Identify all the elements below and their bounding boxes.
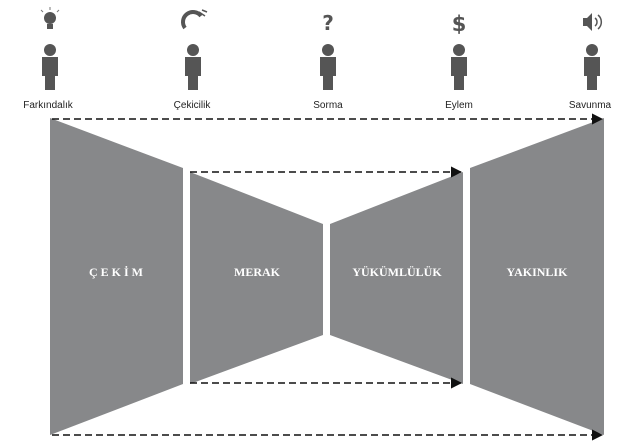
lightbulb-icon — [40, 7, 60, 29]
dollar-sign-icon: $ — [452, 12, 467, 36]
band-merak — [190, 172, 323, 384]
band-label-cekim: Ç E K İ M — [89, 265, 143, 279]
band-yakinlik — [470, 118, 604, 435]
person-figure-5 — [584, 44, 600, 90]
person-figure-1 — [42, 44, 58, 90]
band-cekim — [50, 118, 183, 435]
person-figure-4 — [451, 44, 467, 90]
band-label-yakinlik: YAKINLIK — [507, 265, 569, 279]
band-label-yukumluluk: YÜKÜMLÜLÜK — [352, 265, 442, 279]
stage-label-eylem: Eylem — [445, 100, 473, 111]
band-label-merak: MERAK — [234, 265, 281, 279]
magnet-icon — [181, 9, 208, 30]
question-mark-icon: ? — [322, 11, 334, 35]
band-yukumluluk — [330, 172, 463, 384]
stage-label-cekicilik: Çekicilik — [174, 100, 212, 111]
stage-label-farkindalik: Farkındalık — [23, 100, 73, 111]
stage-label-sorma: Sorma — [313, 100, 343, 111]
person-figure-3 — [320, 44, 336, 90]
speaker-icon — [583, 13, 603, 31]
stage-label-savunma: Savunma — [569, 100, 612, 111]
person-figure-2 — [185, 44, 201, 90]
